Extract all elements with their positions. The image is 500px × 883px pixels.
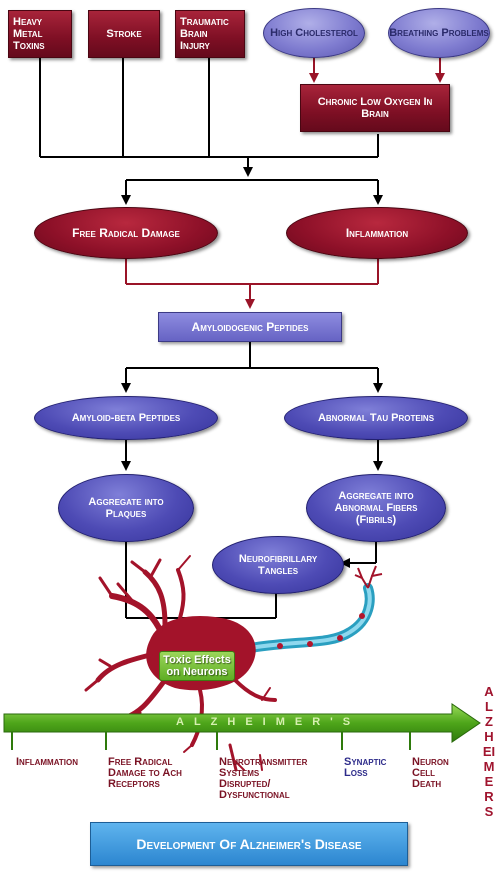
aggregate-fibrils-ellipse: Aggregate into Abnormal Fibers (Fibrils) <box>306 474 446 542</box>
chronic-low-oxygen-box: Chronic Low Oxygen In Brain <box>300 84 450 132</box>
breathing-problems-label: Breathing Problems <box>389 27 489 39</box>
timeline-label: ALZHEIMER'S <box>176 716 361 728</box>
high-cholesterol-ellipse: High Cholesterol <box>263 8 365 58</box>
toxic-effects-label: Toxic Effects on Neurons <box>163 654 231 678</box>
neurofibrillary-tangles-label: Neurofibrillary Tangles <box>238 553 318 577</box>
free-radical-damage-label: Free Radical Damage <box>72 226 180 240</box>
aggregate-fibrils-label: Aggregate into Abnormal Fibers (Fibrils) <box>334 490 418 526</box>
amyloidogenic-peptides-box: Amyloidogenic Peptides <box>158 312 342 342</box>
aggregate-plaques-label: Aggregate into Plaques <box>88 496 164 520</box>
heavy-metal-toxins-box: Heavy Metal Toxins <box>8 10 72 58</box>
stage-neuron-death: Neuron Cell Death <box>412 756 449 790</box>
stroke-box: Stroke <box>88 10 160 58</box>
stage-neurotransmitter: Neurotransmitter Systems Disrupted/ Dysf… <box>219 756 308 801</box>
breathing-problems-ellipse: Breathing Problems <box>388 8 490 58</box>
aggregate-plaques-ellipse: Aggregate into Plaques <box>58 474 194 542</box>
heavy-metal-toxins-label: Heavy Metal Toxins <box>13 16 45 52</box>
alzheimers-timeline-arrow <box>3 703 481 743</box>
amyloid-beta-peptides-label: Amyloid-beta Peptides <box>71 412 181 424</box>
amyloidogenic-peptides-label: Amyloidogenic Peptides <box>191 320 309 334</box>
high-cholesterol-label: High Cholesterol <box>270 27 358 39</box>
chronic-low-oxygen-label: Chronic Low Oxygen In Brain <box>317 96 433 120</box>
traumatic-brain-injury-label: Traumatic Brain Injury <box>180 16 229 52</box>
abnormal-tau-proteins-label: Abnormal Tau Proteins <box>317 412 435 424</box>
stage-free-radical: Free Radical Damage to Ach Receptors <box>108 756 182 790</box>
timeline-ticks <box>11 732 411 750</box>
amyloid-beta-peptides-ellipse: Amyloid-beta Peptides <box>34 396 218 440</box>
stage-synaptic-loss: Synaptic Loss <box>344 756 387 779</box>
toxic-effects-box: Toxic Effects on Neurons <box>159 651 235 681</box>
stage-inflammation: Inflammation <box>16 756 79 768</box>
abnormal-tau-proteins-ellipse: Abnormal Tau Proteins <box>284 396 468 440</box>
vertical-alzheimers-label: ALZHEIMERS <box>482 684 496 819</box>
free-radical-damage-ellipse: Free Radical Damage <box>34 207 218 259</box>
inflammation-ellipse: Inflammation <box>286 207 468 259</box>
diagram-title-box: Development Of Alzheimer's Disease <box>90 822 408 866</box>
stroke-label: Stroke <box>106 28 142 40</box>
neurofibrillary-tangles-ellipse: Neurofibrillary Tangles <box>212 536 344 594</box>
diagram-title: Development Of Alzheimer's Disease <box>136 836 362 852</box>
inflammation-label: Inflammation <box>345 226 409 240</box>
traumatic-brain-injury-box: Traumatic Brain Injury <box>175 10 245 58</box>
